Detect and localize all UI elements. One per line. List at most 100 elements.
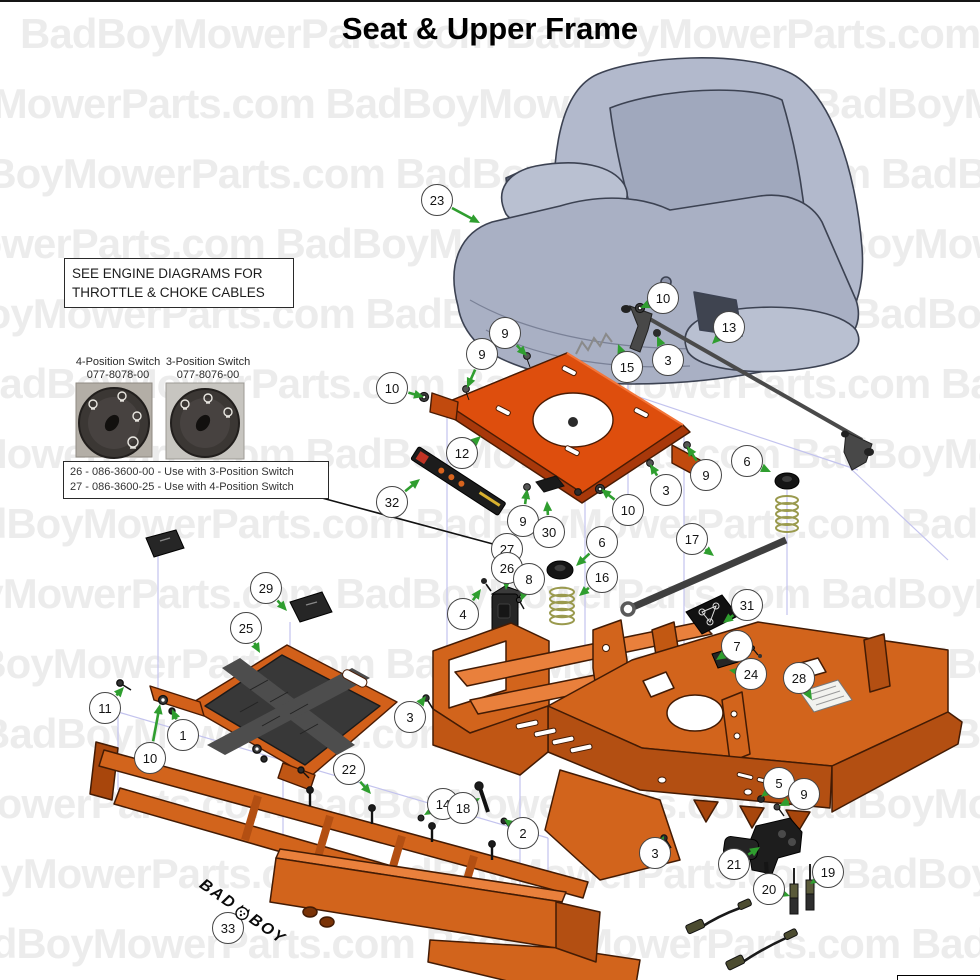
- callout-24: 24: [735, 658, 767, 690]
- callout-6: 6: [586, 526, 618, 558]
- badboy-frame-decal: BAD BOY: [196, 876, 289, 949]
- callout-3: 3: [639, 837, 671, 869]
- callout-3: 3: [650, 474, 682, 506]
- callout-10: 10: [647, 282, 679, 314]
- callout-arrowhead: [760, 463, 771, 472]
- seat-illustration: [453, 57, 864, 385]
- callout-arrow: [151, 711, 160, 742]
- callout-2: 2: [507, 817, 539, 849]
- switch-name: 3-Position Switch: [165, 356, 251, 368]
- callout-28: 28: [783, 662, 815, 694]
- callout-arrowhead: [276, 600, 287, 611]
- callout-25: 25: [230, 612, 262, 644]
- callout-19: 19: [812, 856, 844, 888]
- callout-arrowhead: [779, 797, 790, 806]
- callout-18: 18: [447, 792, 479, 824]
- callout-16: 16: [586, 561, 618, 593]
- dog-head-icon: [235, 903, 250, 920]
- callout-arrowhead: [413, 389, 424, 399]
- seat-plate-illustration: [429, 352, 701, 504]
- switch-label-3-position: 3-Position Switch 077-8076-00: [150, 356, 266, 382]
- engine-note-line1: SEE ENGINE DIAGRAMS FOR: [72, 266, 263, 281]
- callout-3: 3: [394, 701, 426, 733]
- callout-7: 7: [721, 630, 753, 662]
- callout-arrowhead: [113, 687, 124, 698]
- callout-arrow: [451, 206, 474, 221]
- switch-note-box: 26 - 086-3600-00 - Use with 3-Position S…: [63, 461, 329, 499]
- callout-arrowhead: [576, 555, 587, 566]
- switch-name: 4-Position Switch: [75, 356, 161, 368]
- callout-21: 21: [718, 848, 750, 880]
- callout-arrowhead: [543, 501, 553, 512]
- callout-arrowhead: [687, 446, 697, 457]
- callout-arrowhead: [749, 847, 760, 857]
- callout-arrowhead: [469, 214, 480, 223]
- pad-30: [535, 475, 582, 496]
- callout-13: 13: [713, 311, 745, 343]
- callout-arrowhead: [716, 650, 727, 660]
- switch-photo-3-position: [165, 382, 245, 460]
- callout-23: 23: [421, 184, 453, 216]
- callout-22: 22: [333, 753, 365, 785]
- callout-arrowhead: [601, 489, 612, 499]
- callout-17: 17: [676, 523, 708, 555]
- callout-6: 6: [731, 445, 763, 477]
- callout-12: 12: [446, 437, 478, 469]
- callout-9: 9: [466, 338, 498, 370]
- page-title: Seat & Upper Frame: [341, 11, 639, 46]
- callout-arrowhead: [650, 464, 660, 475]
- callout-arrowhead: [471, 589, 481, 600]
- callout-3: 3: [652, 344, 684, 376]
- plug-20: [789, 868, 799, 915]
- callout-arrowhead: [579, 586, 590, 596]
- callout-9: 9: [690, 459, 722, 491]
- callout-arrowhead: [803, 689, 812, 700]
- callout-arrowhead: [361, 783, 371, 794]
- switch-note-line2: 27 - 086-3600-25 - Use with 4-Position S…: [70, 481, 294, 493]
- callout-30: 30: [533, 516, 565, 548]
- callout-31: 31: [731, 589, 763, 621]
- latch-bracket-and-cables: [685, 817, 815, 971]
- plug-19: [805, 864, 815, 911]
- switch-note-line1: 26 - 086-3600-00 - Use with 3-Position S…: [70, 466, 294, 478]
- switch-photo-4-position: [75, 382, 153, 459]
- corner-cover-box: [897, 975, 980, 980]
- watermark-text: BadBoyMowerParts.com BadBoyMowerParts.co…: [20, 10, 980, 57]
- engine-note-box: SEE ENGINE DIAGRAMS FOR THROTTLE & CHOKE…: [64, 258, 294, 308]
- callout-arrowhead: [153, 704, 163, 715]
- callout-10: 10: [612, 494, 644, 526]
- callout-15: 15: [611, 351, 643, 383]
- callout-arrowhead: [703, 546, 714, 556]
- callout-arrow: [469, 369, 477, 382]
- callout-arrowhead: [521, 489, 531, 500]
- callout-4: 4: [447, 598, 479, 630]
- main-frame-illustration: [432, 619, 963, 881]
- callout-arrowhead: [712, 333, 723, 344]
- callout-10: 10: [376, 372, 408, 404]
- callout-29: 29: [250, 572, 282, 604]
- callout-arrowhead: [171, 709, 181, 720]
- callout-arrowhead: [416, 696, 426, 707]
- hardware-parts: [418, 302, 691, 498]
- decal-32: [410, 446, 506, 516]
- floor-pan-illustration: [149, 644, 398, 791]
- callout-9: 9: [788, 778, 820, 810]
- callout-arrowhead: [470, 436, 481, 447]
- callout-arrowhead: [251, 642, 260, 653]
- adjuster-rod-illustration: [575, 305, 874, 471]
- rubber-pads: [145, 529, 333, 623]
- callout-arrowhead: [516, 345, 527, 356]
- note-leader-line: [321, 497, 494, 545]
- callout-32: 32: [376, 486, 408, 518]
- cable-assembly: [685, 898, 798, 971]
- front-bumper-illustration: [269, 848, 641, 980]
- callout-1: 1: [167, 719, 199, 751]
- callout-arrowhead: [466, 377, 476, 388]
- callout-arrowhead: [657, 336, 666, 347]
- switch-label-4-position: 4-Position Switch 077-8078-00: [60, 356, 176, 382]
- switch-part-number: 077-8076-00: [176, 369, 240, 381]
- switch-part-number: 077-8078-00: [86, 369, 150, 381]
- callout-10: 10: [134, 742, 166, 774]
- callout-arrowhead: [409, 479, 420, 489]
